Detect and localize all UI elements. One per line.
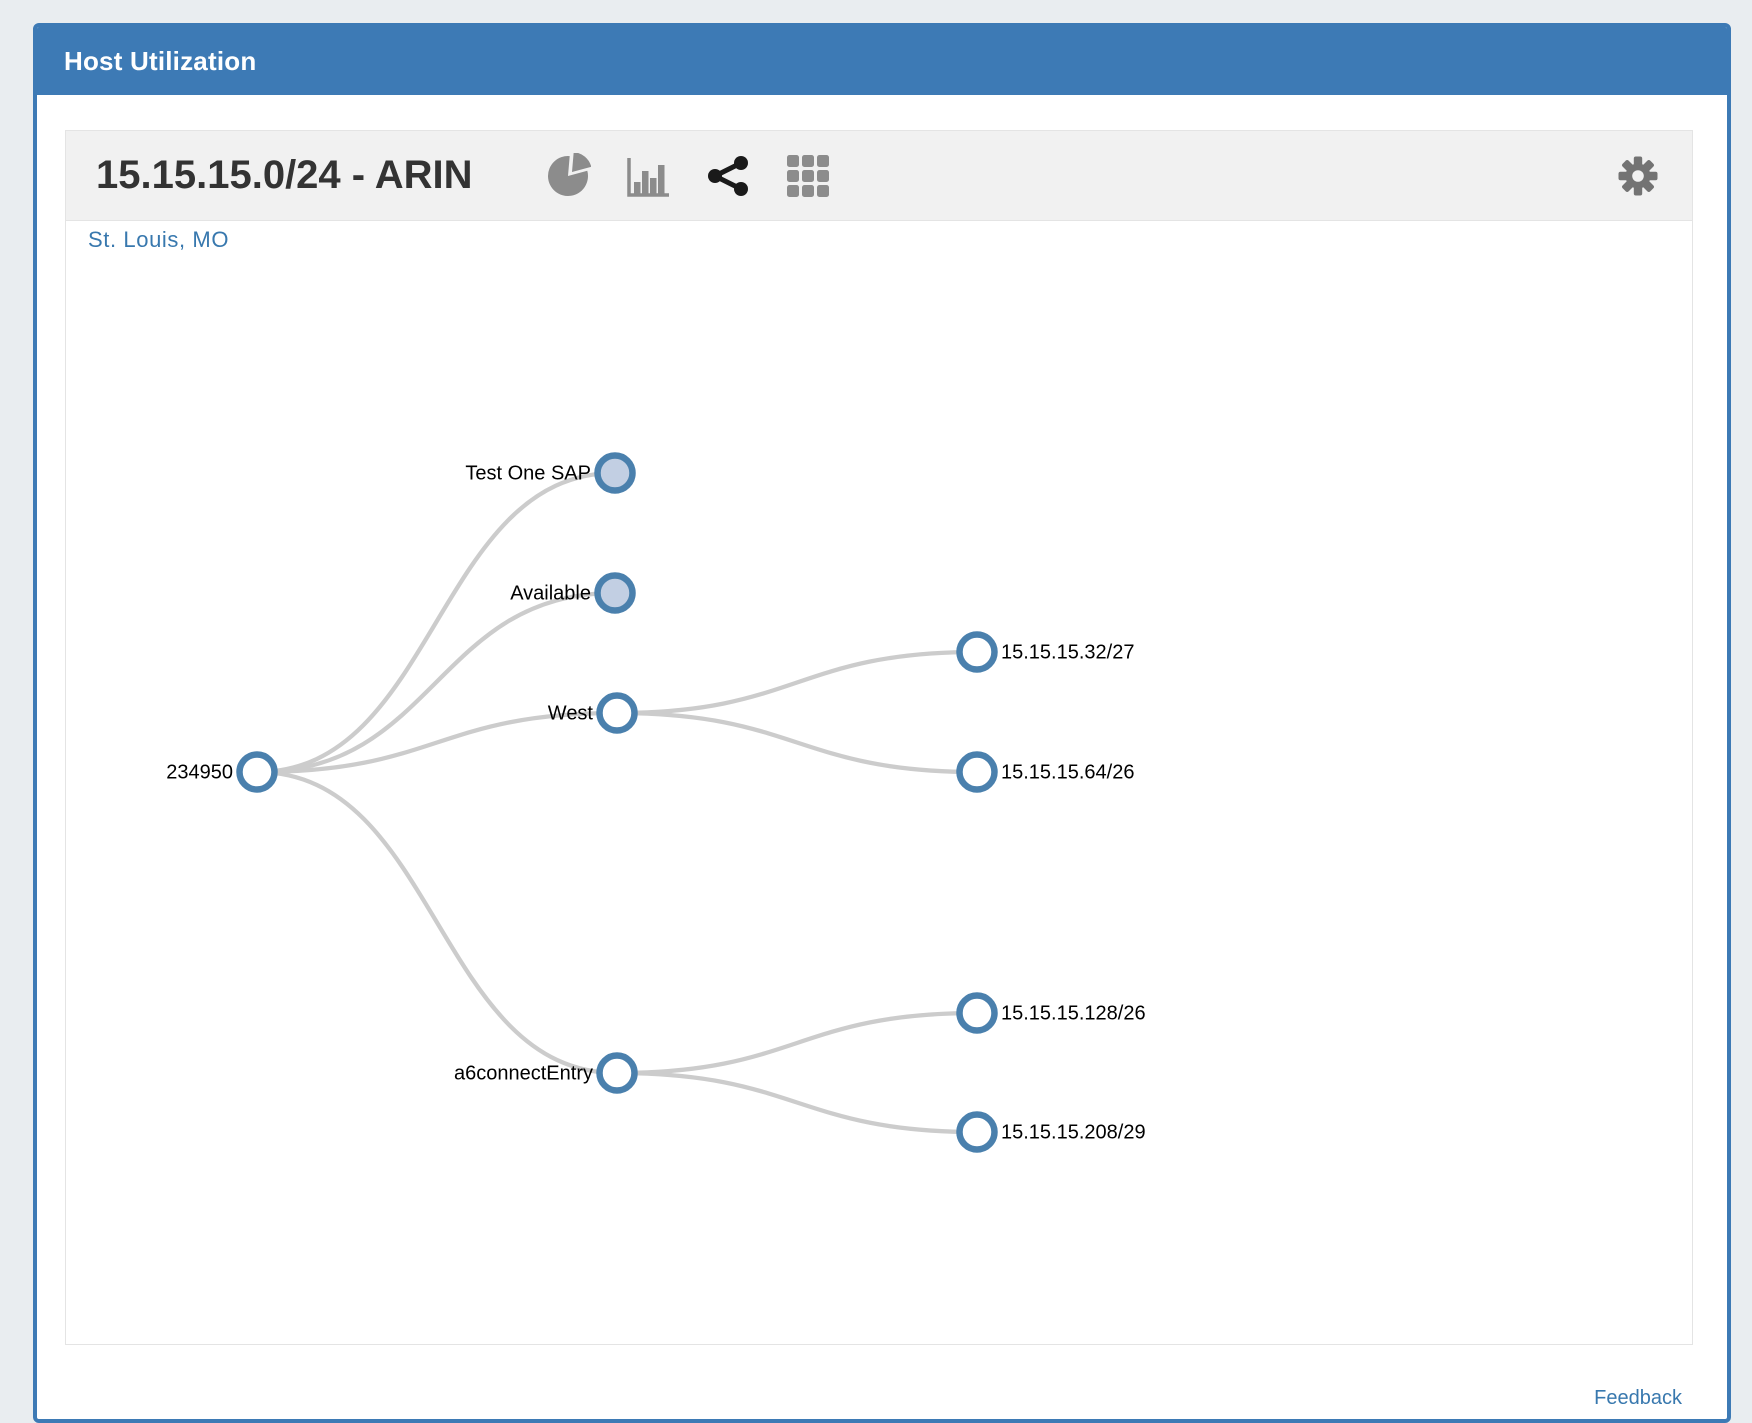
tree-node-test-one-sap: Test One SAP bbox=[465, 452, 636, 494]
tree-node-label: a6connectEntry bbox=[454, 1063, 593, 1085]
widget-header: 15.15.15.0/24 - ARIN bbox=[66, 131, 1692, 221]
tree-node-a6connectentry: a6connectEntry bbox=[454, 1052, 638, 1094]
panel-title: Host Utilization bbox=[64, 45, 257, 76]
feedback-link[interactable]: Feedback bbox=[1594, 1387, 1682, 1409]
tree-link bbox=[256, 590, 616, 775]
share-tree-icon[interactable] bbox=[705, 153, 751, 199]
panel-body: 15.15.15.0/24 - ARIN bbox=[37, 95, 1727, 1409]
location-link[interactable]: St. Louis, MO bbox=[88, 227, 230, 252]
grid-icon[interactable] bbox=[785, 153, 831, 199]
tree-link bbox=[616, 710, 978, 775]
tree-link bbox=[256, 769, 618, 1076]
tree-node-label: Test One SAP bbox=[465, 463, 591, 485]
tree-node-circle-a6connectentry[interactable] bbox=[596, 1052, 638, 1094]
tree-node-circle-net-64-26[interactable] bbox=[956, 751, 998, 793]
tree-node-net-208-29: 15.15.15.208/29 bbox=[956, 1111, 1146, 1153]
tree-node-circle-available[interactable] bbox=[594, 572, 636, 614]
tree-node-circle-net-32-27[interactable] bbox=[956, 631, 998, 673]
panel-header: Host Utilization bbox=[37, 27, 1727, 95]
tree-link bbox=[616, 1070, 978, 1135]
tree-node-west: West bbox=[548, 692, 638, 734]
tree-node-available: Available bbox=[510, 572, 636, 614]
widget-body: St. Louis, MO 234950 Test One SAP Availabl… bbox=[66, 221, 1692, 1345]
tree-node-label: 15.15.15.64/26 bbox=[1001, 762, 1134, 784]
gear-icon[interactable] bbox=[1614, 152, 1662, 200]
tree-link bbox=[256, 710, 618, 775]
tree-node-circle-net-208-29[interactable] bbox=[956, 1111, 998, 1153]
bar-chart-icon[interactable] bbox=[625, 153, 671, 199]
tree-node-label: 15.15.15.32/27 bbox=[1001, 642, 1134, 664]
tree-node-circle-net-128-26[interactable] bbox=[956, 992, 998, 1034]
tree-node-net-128-26: 15.15.15.128/26 bbox=[956, 992, 1146, 1034]
subnet-widget: 15.15.15.0/24 - ARIN bbox=[65, 130, 1693, 1409]
tree-node-root: 234950 bbox=[166, 751, 278, 793]
tree-node-net-32-27: 15.15.15.32/27 bbox=[956, 631, 1134, 673]
pie-chart-icon[interactable] bbox=[545, 152, 591, 199]
tree-node-label: West bbox=[548, 703, 594, 725]
tree-node-circle-west[interactable] bbox=[596, 692, 638, 734]
tree-node-label: Available bbox=[510, 583, 591, 605]
tree-node-circle-test-one-sap[interactable] bbox=[594, 452, 636, 494]
tree-node-label: 234950 bbox=[166, 762, 233, 784]
tree-link bbox=[616, 1010, 978, 1076]
tree-node-label: 15.15.15.208/29 bbox=[1001, 1122, 1146, 1144]
view-toolbar bbox=[545, 152, 831, 199]
tree-link bbox=[616, 649, 978, 716]
tree-node-label: 15.15.15.128/26 bbox=[1001, 1003, 1146, 1025]
tree-node-net-64-26: 15.15.15.64/26 bbox=[956, 751, 1134, 793]
tree-link bbox=[256, 470, 616, 775]
tree-node-circle-root[interactable] bbox=[236, 751, 278, 793]
widget-title: 15.15.15.0/24 - ARIN bbox=[96, 153, 473, 197]
host-utilization-panel: Host Utilization 15.15.15.0/24 - ARIN bbox=[33, 23, 1731, 1423]
